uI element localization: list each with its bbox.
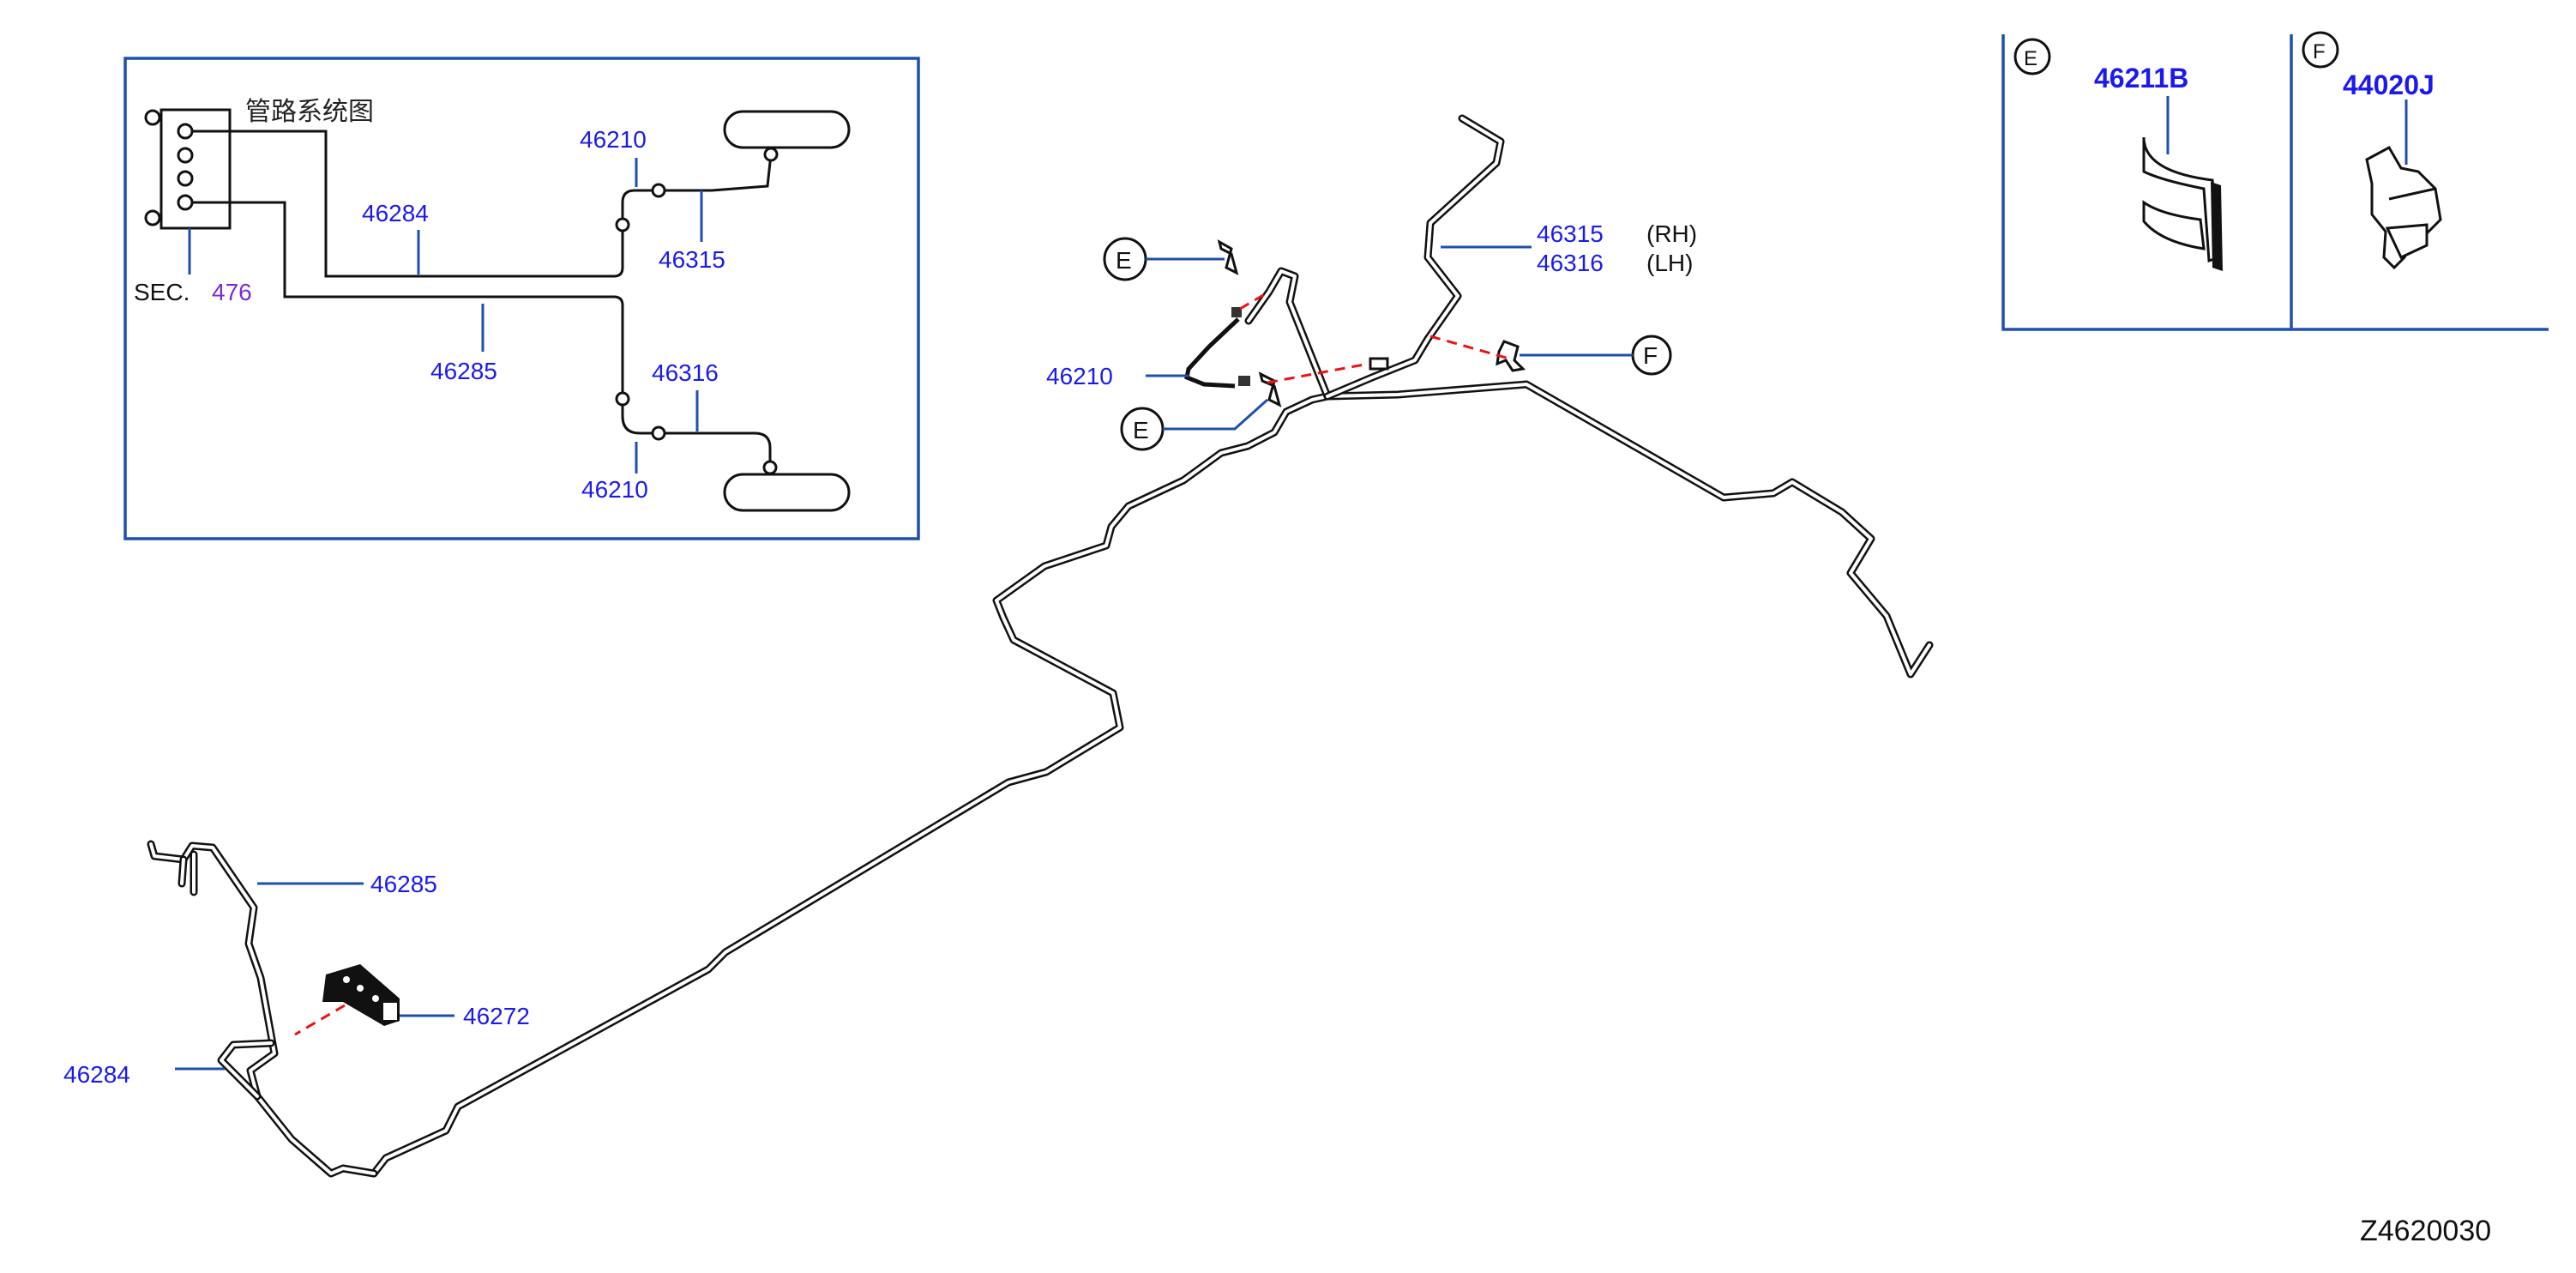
inset-label-46210-top: 46210 (580, 126, 647, 153)
inset-label-46284: 46284 (362, 200, 429, 226)
svg-text:F: F (1643, 342, 1658, 369)
pipe-joint (1369, 357, 1389, 371)
hose-fitting (1238, 376, 1250, 386)
main-label-46272: 46272 (463, 1003, 530, 1029)
inset-label-46316: 46316 (652, 359, 719, 386)
detail-frame (2001, 34, 2549, 331)
svg-text:F: F (2313, 40, 2326, 63)
detail-e-part: 46211B (2094, 63, 2188, 94)
inset-label-46210-bottom: 46210 (581, 476, 648, 503)
dash-e-top (1239, 290, 1270, 311)
clip-e-bottom (1258, 371, 1282, 407)
inset-title: 管路系统图 (245, 97, 374, 127)
svg-text:E: E (1133, 417, 1149, 443)
main-label-46210: 46210 (1046, 363, 1113, 389)
diagram-code: Z4620030 (2360, 1215, 2491, 1247)
piping-system-inset: 管路系统图 SEC. 476 46210 46284 (123, 57, 920, 540)
clip-46211b-drawing (2142, 136, 2223, 271)
master-cylinder-block (144, 108, 232, 230)
inset-pipe-lower (192, 201, 772, 468)
main-label-46316: 46316 (1537, 250, 1604, 276)
dash-46272 (294, 1004, 346, 1036)
hose-fitting-top (1231, 307, 1242, 317)
inset-wheel-front (723, 110, 851, 149)
detail-f-badge: F (2302, 31, 2339, 69)
detail-panels: E 46211B F 44020J (2001, 31, 2549, 331)
inset-label-46285: 46285 (430, 358, 497, 384)
clip-44020j-drawing (2365, 145, 2442, 270)
svg-text:E: E (2024, 47, 2037, 70)
junction-block-46272 (322, 964, 400, 1026)
callout-f[interactable]: F (1631, 335, 1672, 376)
inset-pipe-upper (192, 130, 773, 278)
front-brake-hose (1184, 317, 1240, 389)
dash-e-bottom (1267, 362, 1369, 384)
detail-f-part: 44020J (2343, 69, 2435, 100)
detail-e-badge: E (2013, 38, 2051, 75)
sec-prefix: SEC. (134, 279, 190, 305)
main-label-lh: (LH) (1646, 250, 1693, 276)
sec-number-link[interactable]: 476 (212, 279, 252, 305)
callout-e-bottom[interactable]: E (1120, 407, 1165, 451)
clip-e-top (1217, 238, 1239, 275)
svg-text:E: E (1116, 247, 1132, 274)
dash-f (1429, 335, 1510, 360)
main-brake-line (147, 114, 1934, 1178)
main-label-46285: 46285 (370, 871, 437, 897)
main-label-46284: 46284 (63, 1061, 130, 1088)
main-label-rh: (RH) (1646, 220, 1697, 247)
callout-e-top[interactable]: E (1103, 237, 1147, 281)
inset-label-46315: 46315 (659, 246, 725, 273)
inset-frame (123, 57, 920, 540)
main-label-46315: 46315 (1537, 220, 1604, 247)
inset-wheel-rear (723, 473, 851, 512)
